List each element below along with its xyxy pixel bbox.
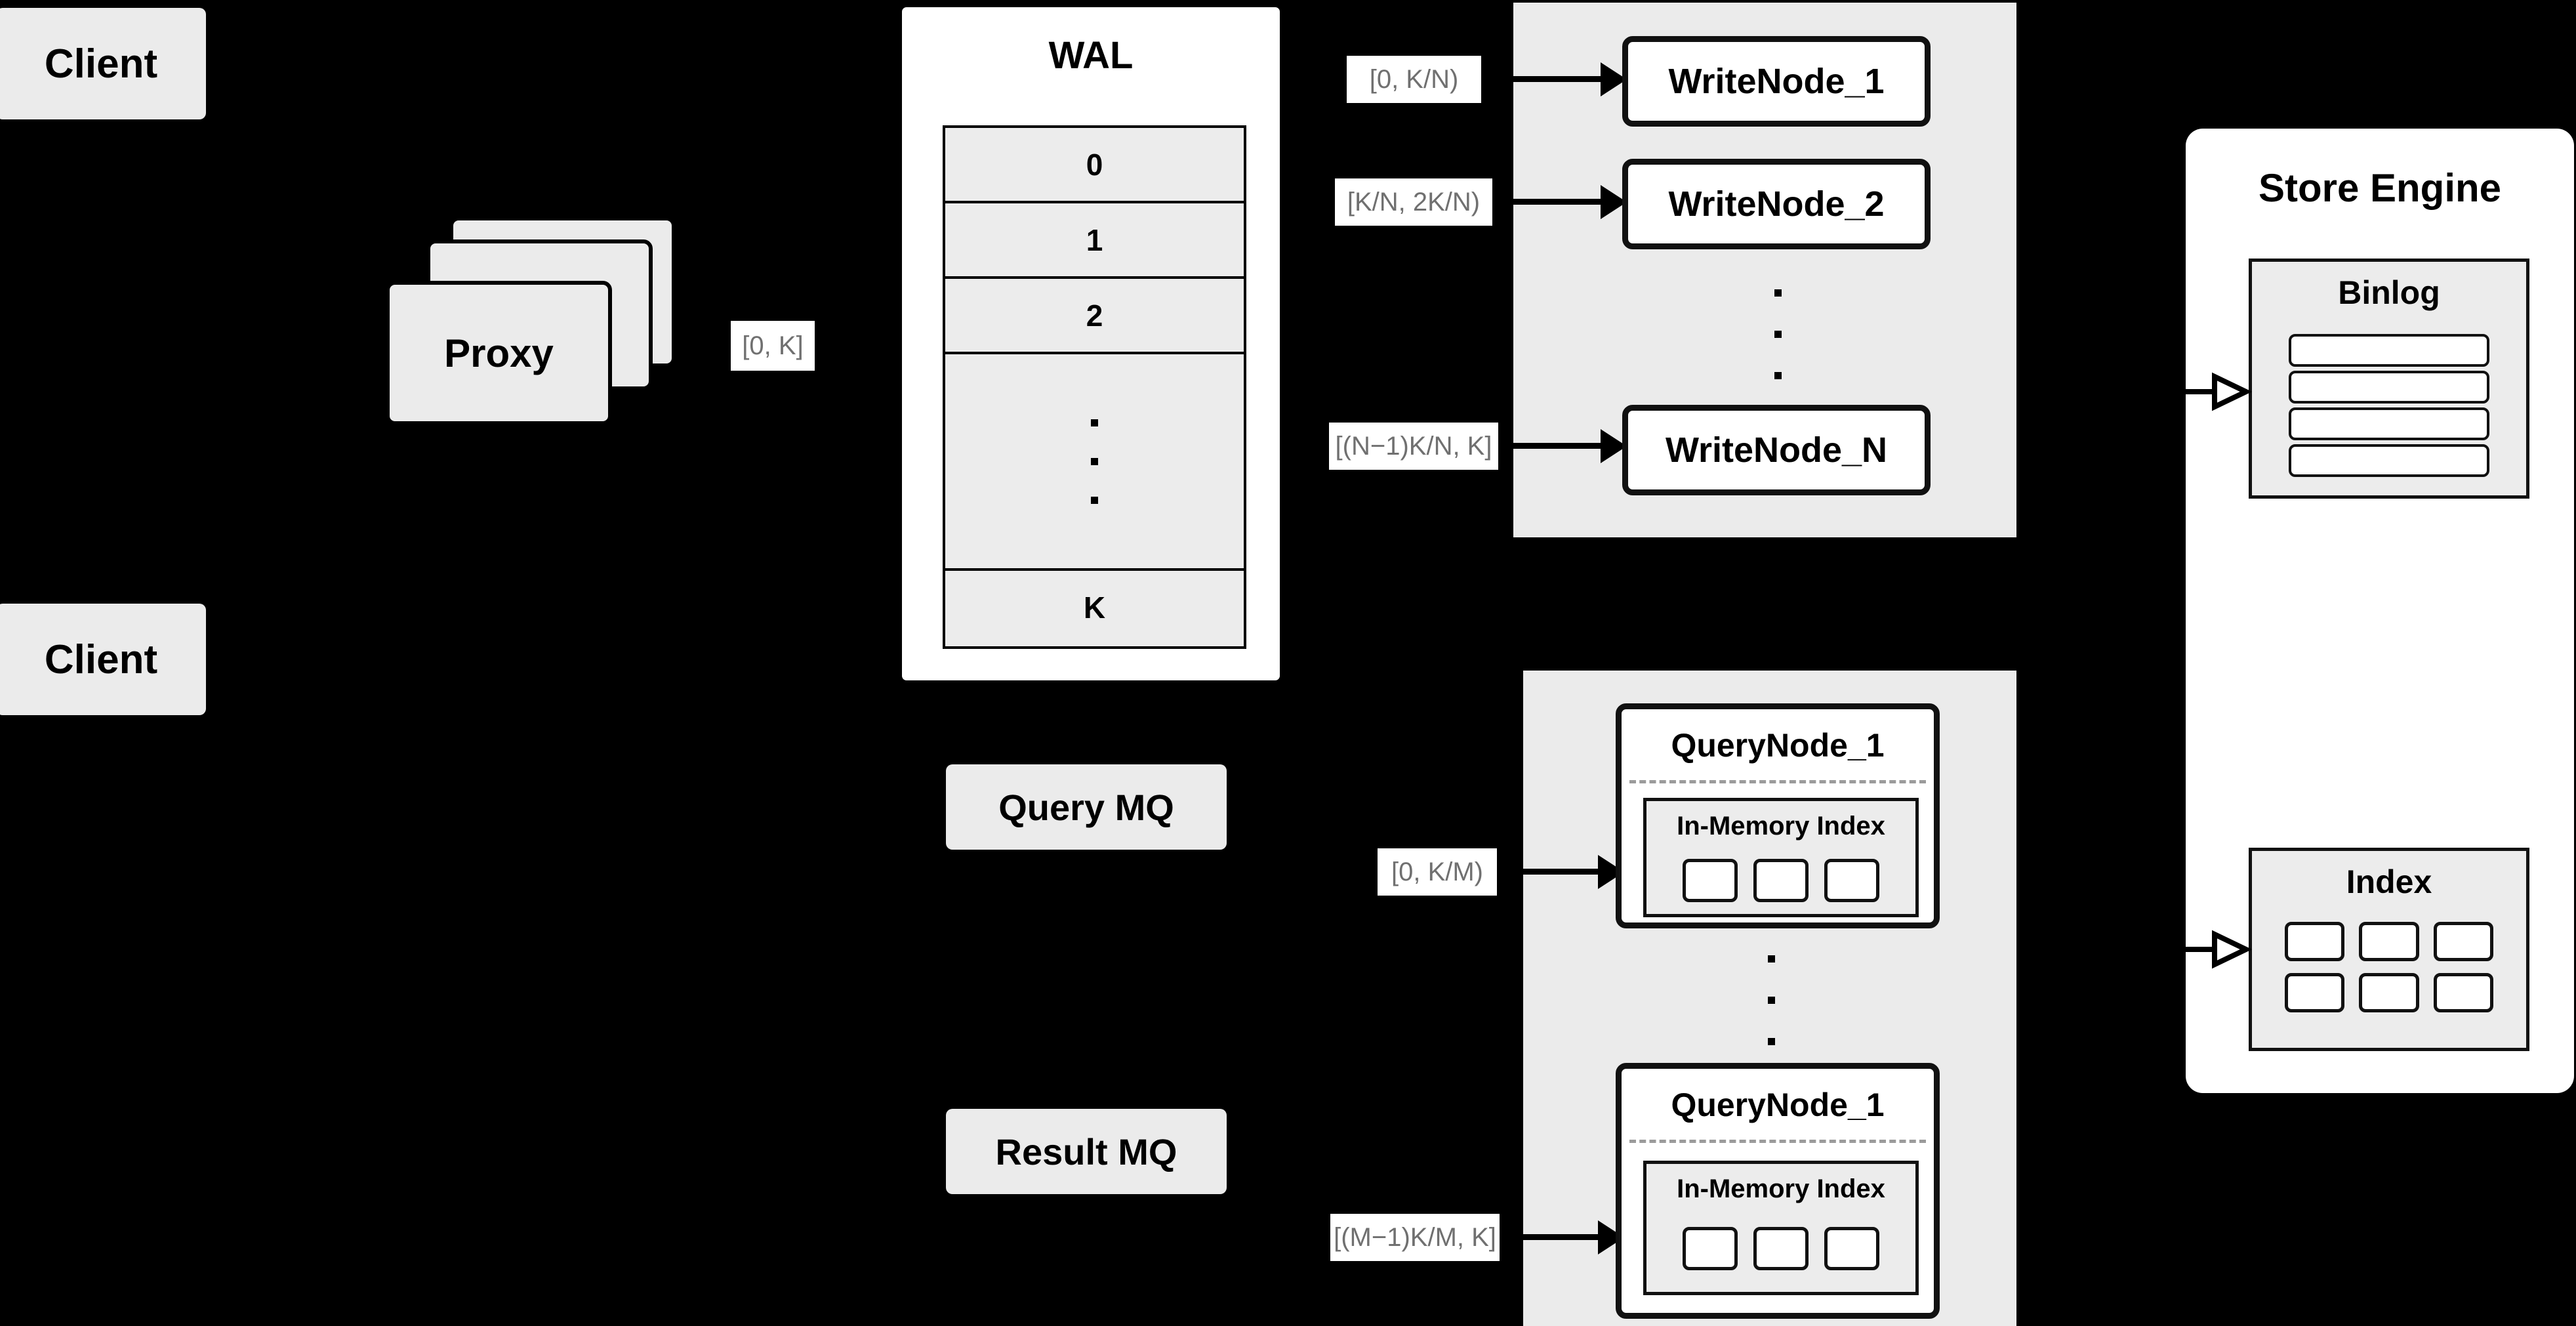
store-index-cell[interactable] (2359, 973, 2419, 1012)
store-index-cell[interactable] (2433, 922, 2493, 961)
query-node-2-range-label: [(M−1)K/M, K] (1330, 1214, 1500, 1261)
wal-table: 0 1 2 K (943, 125, 1246, 649)
binlog-title: Binlog (2338, 274, 2440, 311)
index-cell[interactable] (1753, 859, 1809, 902)
ellipsis-dot (1774, 372, 1782, 379)
write-node-label: WriteNode_2 (1668, 184, 1885, 224)
in-memory-index-panel: In-Memory Index (1643, 798, 1919, 917)
index-cell[interactable] (1824, 859, 1879, 902)
write-node-label: WriteNode_N (1665, 430, 1888, 470)
query-node-title: QueryNode_1 (1671, 1087, 1885, 1123)
ellipsis-dot (1091, 457, 1098, 465)
arrow-to-write-node-1 (1502, 76, 1601, 82)
wal-panel: WAL 0 1 2 K (897, 3, 1284, 685)
wal-row[interactable]: 2 (945, 279, 1244, 354)
ellipsis-dot (1774, 289, 1782, 297)
write-node-2-range-label: [K/N, 2K/N) (1335, 178, 1492, 226)
store-index-cell[interactable] (2359, 922, 2419, 961)
write-node-n-range-label: [(N−1)K/N, K] (1329, 423, 1498, 470)
in-memory-index-title: In-Memory Index (1677, 1174, 1885, 1203)
store-index-cell[interactable] (2433, 973, 2493, 1012)
arrow-to-binlog (2178, 372, 2253, 411)
arrow-to-query-node-1 (1507, 869, 1598, 875)
query-cluster-ellipsis (1765, 938, 1778, 1062)
result-mq-label: Result MQ (995, 1130, 1177, 1172)
index-cell[interactable] (1753, 1227, 1809, 1270)
proxy-box[interactable]: Proxy (386, 281, 612, 425)
query-node-divider (1629, 780, 1926, 783)
binlog-entry[interactable] (2289, 407, 2489, 440)
wal-title: WAL (1048, 34, 1134, 77)
ellipsis-dot (1091, 419, 1098, 426)
in-memory-index-title: In-Memory Index (1677, 812, 1885, 840)
store-index-panel: Index (2249, 848, 2529, 1051)
client-box-1[interactable]: Client (0, 8, 206, 119)
arrow-to-write-node-n (1502, 443, 1601, 449)
store-engine-title: Store Engine (2258, 166, 2502, 210)
ellipsis-dot (1767, 1038, 1775, 1045)
in-memory-index-cells (1646, 859, 1915, 902)
query-mq-label: Query MQ (998, 786, 1174, 828)
wal-row[interactable]: 1 (945, 203, 1244, 279)
query-node-2[interactable]: QueryNode_1 In-Memory Index (1616, 1063, 1940, 1319)
binlog-bars (2289, 334, 2489, 477)
wal-row[interactable]: 0 (945, 128, 1244, 203)
result-mq-box[interactable]: Result MQ (946, 1109, 1227, 1194)
write-node-n[interactable]: WriteNode_N (1622, 405, 1931, 495)
in-memory-index-cells (1646, 1227, 1915, 1270)
store-index-title: Index (2346, 863, 2432, 900)
write-node-1[interactable]: WriteNode_1 (1622, 36, 1931, 127)
wal-row[interactable]: K (945, 571, 1244, 644)
store-engine-panel: Store Engine Binlog Index (2186, 129, 2574, 1093)
query-node-divider (1629, 1140, 1926, 1143)
store-index-cell[interactable] (2285, 922, 2345, 961)
index-cell[interactable] (1683, 859, 1738, 902)
proxy-label: Proxy (444, 331, 554, 375)
arrow-to-query-node-2 (1507, 1234, 1598, 1240)
write-node-label: WriteNode_1 (1668, 62, 1885, 101)
ellipsis-dot (1091, 496, 1098, 504)
query-node-title: QueryNode_1 (1671, 727, 1885, 764)
query-node-1-range-label: [0, K/M) (1378, 848, 1497, 896)
binlog-entry[interactable] (2289, 371, 2489, 404)
query-mq-box[interactable]: Query MQ (946, 764, 1227, 850)
write-node-2[interactable]: WriteNode_2 (1622, 159, 1931, 249)
client-box-2[interactable]: Client (0, 604, 206, 715)
binlog-panel: Binlog (2249, 259, 2529, 499)
client-label: Client (44, 636, 158, 682)
query-node-1[interactable]: QueryNode_1 In-Memory Index (1616, 703, 1940, 928)
index-cell[interactable] (1824, 1227, 1879, 1270)
binlog-entry[interactable] (2289, 444, 2489, 477)
wal-row-ellipsis (945, 354, 1244, 571)
arrow-to-store-index (2178, 930, 2253, 969)
index-cell[interactable] (1683, 1227, 1738, 1270)
write-node-1-range-label: [0, K/N) (1347, 56, 1481, 103)
client-label: Client (44, 41, 158, 87)
store-index-cell[interactable] (2285, 973, 2345, 1012)
store-index-grid (2285, 922, 2493, 1012)
binlog-entry[interactable] (2289, 334, 2489, 367)
in-memory-index-panel: In-Memory Index (1643, 1161, 1919, 1295)
ellipsis-dot (1774, 331, 1782, 338)
proxy-range-label: [0, K] (731, 321, 815, 371)
ellipsis-dot (1767, 997, 1775, 1004)
write-cluster-ellipsis (1771, 272, 1784, 396)
ellipsis-dot (1767, 955, 1775, 963)
arrow-to-write-node-2 (1502, 199, 1601, 205)
